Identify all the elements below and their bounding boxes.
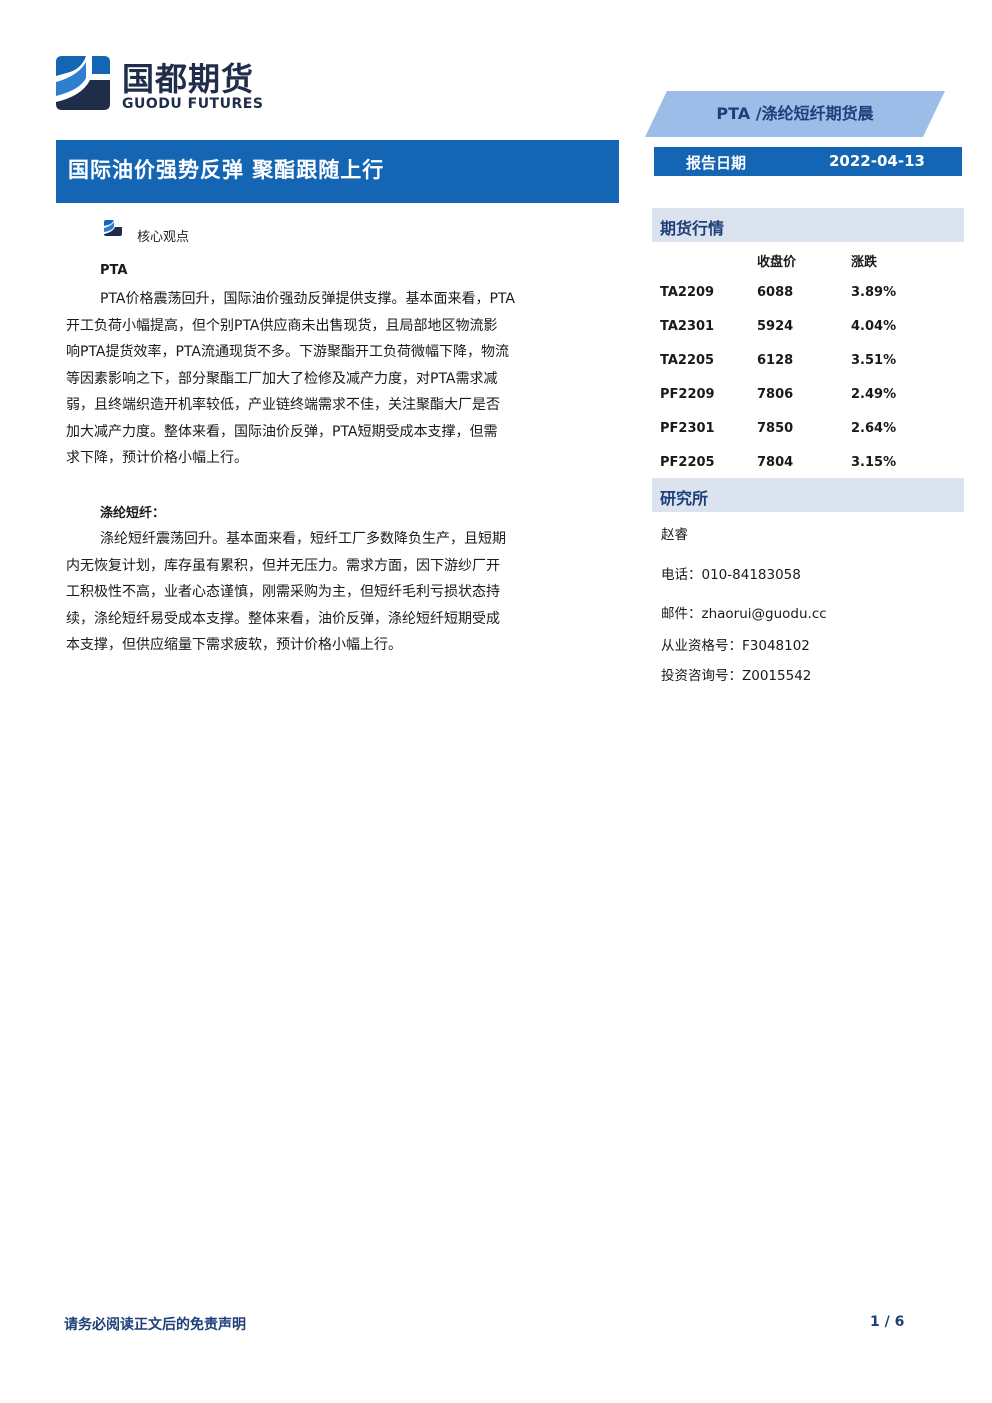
report-title: 国际油价强势反弹 聚酯跟随上行	[68, 158, 385, 182]
contract-cell: TA2205	[660, 353, 715, 368]
change-cell: 3.89%	[851, 285, 897, 300]
paragraph-line: 响PTA提货效率，PTA流通现货不多。下游聚酯开工负荷微幅下降，物流	[66, 344, 509, 360]
page-number: 1 / 6	[870, 1314, 905, 1330]
paragraph-line: 开工负荷小幅提高，但个别PTA供应商未出售现货，且局部地区物流影	[66, 317, 498, 334]
paragraph-line: 等因素影响之下，部分聚酯工厂加大了检修及减产力度，对PTA需求减	[66, 370, 498, 387]
polyester-paragraph: 涤纶短纤震荡回升。基本面来看，短纤工厂多数降负生产，且短期 内无恢复计划，库存虽…	[66, 526, 614, 659]
disclaimer-note: 请务必阅读正文后的免责声明	[64, 1317, 246, 1333]
contract-cell: PF2301	[660, 421, 715, 436]
analyst-email: 邮件：zhaorui@guodu.cc	[661, 606, 827, 622]
paragraph-line: 加大减产力度。整体来看，国际油价反弹，PTA短期受成本支撑，但需	[66, 423, 498, 440]
close-price-cell: 5924	[757, 319, 794, 334]
table-row: PF2301 7850 2.64%	[654, 413, 959, 447]
table-header-cell: 涨跌	[851, 255, 878, 270]
close-price-cell: 7850	[757, 421, 794, 436]
paragraph-line: 内无恢复计划，库存虽有累积，但并无压力。需求方面，因下游纱厂开	[66, 557, 500, 574]
guodu-logo-icon	[56, 56, 110, 110]
report-date-bar: 报告日期 2022-04-13	[654, 147, 962, 176]
report-date-label: 报告日期	[686, 154, 747, 172]
close-price-cell: 7804	[757, 455, 794, 470]
table-row: TA2301 5924 4.04%	[654, 311, 959, 345]
polyester-heading: 涤纶短纤：	[100, 506, 166, 521]
close-price-cell: 6128	[757, 353, 794, 368]
close-price-cell: 7806	[757, 387, 794, 402]
core-view-icon	[104, 220, 122, 236]
report-date-value: 2022-04-13	[829, 152, 925, 170]
company-logo: 国都期货 GUODU FUTURES	[52, 52, 292, 120]
contract-cell: TA2301	[660, 319, 715, 334]
table-row: PF2209 7806 2.49%	[654, 379, 959, 413]
table-header-row: 收盘价 涨跌	[654, 243, 959, 277]
paragraph-line: 涤纶短纤震荡回升。基本面来看，短纤工厂多数降负生产，且短期	[100, 531, 506, 547]
analyst-phone: 电话：010-84183058	[661, 567, 801, 583]
contract-cell: TA2209	[660, 285, 715, 300]
research-heading: 研究所	[660, 489, 709, 508]
pta-paragraph: PTA价格震荡回升，国际油价强劲反弹提供支撑。基本面来看，PTA 开工负荷小幅提…	[66, 286, 614, 472]
pta-heading: PTA	[100, 263, 128, 278]
change-cell: 2.64%	[851, 421, 897, 436]
futures-section-header: 期货行情	[652, 208, 964, 242]
banner-shape	[645, 91, 945, 137]
table-row: TA2209 6088 3.89%	[654, 277, 959, 311]
futures-heading: 期货行情	[660, 219, 725, 238]
brand-name-en: GUODU FUTURES	[122, 96, 264, 112]
banner-text: PTA /涤纶短纤期货晨	[716, 104, 874, 123]
title-bar: 国际油价强势反弹 聚酯跟随上行	[56, 140, 619, 203]
change-cell: 4.04%	[851, 319, 897, 334]
change-cell: 2.49%	[851, 387, 897, 402]
paragraph-line: 续，涤纶短纤易受成本支撑。整体来看，油价反弹，涤纶短纤短期受成	[66, 610, 500, 627]
contract-cell: PF2209	[660, 387, 715, 402]
change-cell: 3.15%	[851, 455, 897, 470]
close-price-cell: 6088	[757, 285, 794, 300]
paragraph-line: PTA价格震荡回升，国际油价强劲反弹提供支撑。基本面来看，PTA	[100, 291, 515, 307]
paragraph-line: 工积极性不高，业者心态谨慎，刚需采购为主，但短纤毛利亏损状态持	[66, 584, 500, 600]
report-type-banner: PTA /涤纶短纤期货晨	[645, 91, 945, 137]
contract-cell: PF2205	[660, 455, 715, 470]
research-section-header: 研究所	[652, 478, 964, 512]
table-header-cell: 收盘价	[757, 255, 797, 270]
paragraph-line: 本支撑，但供应缩量下需求疲软，预计价格小幅上行。	[66, 637, 402, 653]
paragraph-line: 求下降，预计价格小幅上行。	[66, 450, 248, 466]
table-row: TA2205 6128 3.51%	[654, 345, 959, 379]
analyst-consulting-id: 投资咨询号：Z0015542	[661, 668, 812, 684]
change-cell: 3.51%	[851, 353, 897, 368]
core-view-label: 核心观点	[137, 230, 190, 245]
paragraph-line: 弱，且终端织造开机率较低，产业链终端需求不佳，关注聚酯大厂是否	[66, 397, 500, 413]
analyst-name: 赵睿	[661, 527, 688, 543]
brand-name-cn: 国都期货	[122, 60, 255, 98]
analyst-qualification: 从业资格号：F3048102	[661, 638, 810, 654]
table-row: PF2205 7804 3.15%	[654, 447, 959, 481]
